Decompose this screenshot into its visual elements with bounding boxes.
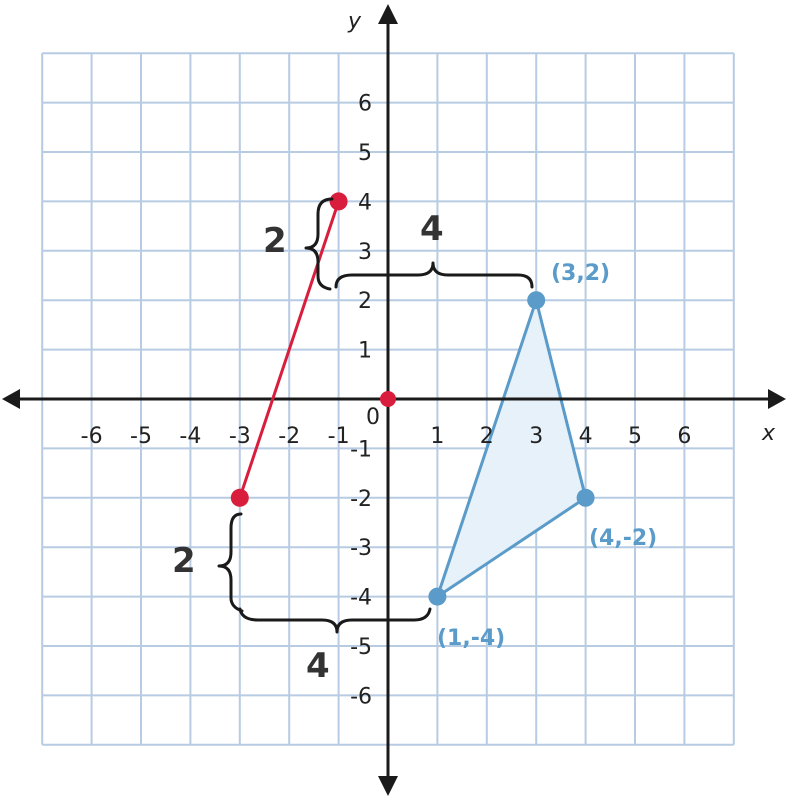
triangle-vertex-1-neg4 (428, 587, 447, 606)
lower-vertical-brace-label: 2 (172, 541, 196, 581)
y-tick-label: -4 (350, 586, 372, 611)
x-tick-label: -3 (229, 424, 251, 449)
vertex-label-3-2: (3,2) (551, 261, 610, 286)
x-tick-label: -2 (278, 424, 300, 449)
x-tick-label: 6 (677, 424, 691, 449)
y-tick-label: -3 (350, 536, 372, 561)
y-tick-label: 2 (358, 289, 372, 314)
y-tick-label: 6 (358, 92, 372, 117)
upper-horizontal-brace (334, 261, 534, 289)
x-axis-arrow-right (768, 389, 786, 409)
triangle-vertex-4-neg2 (576, 488, 595, 507)
y-tick-label: 3 (358, 240, 372, 265)
x-tick-label: -1 (328, 424, 350, 449)
y-tick-label: -6 (350, 684, 372, 709)
x-tick-label: -6 (81, 424, 103, 449)
braces (217, 197, 534, 634)
y-axis-arrow-down (378, 776, 398, 796)
red-segment (238, 200, 341, 499)
origin-point (380, 391, 396, 407)
y-tick-label: 5 (358, 141, 372, 166)
y-tick-label: 1 (358, 339, 372, 364)
y-tick-label: -1 (350, 437, 372, 462)
x-tick-label: 4 (579, 424, 593, 449)
y-tick-label: -2 (350, 487, 372, 512)
x-axis-label: x (761, 421, 776, 446)
upper-horizontal-brace-label: 4 (420, 209, 444, 249)
origin-label: 0 (366, 405, 380, 430)
x-tick-label: 5 (628, 424, 642, 449)
y-tick-label: -5 (350, 635, 372, 660)
x-tick-label: 2 (480, 424, 494, 449)
y-tick-labels: 6 5 4 3 2 1 -1 -2 -3 -4 -5 -6 (350, 92, 372, 710)
lower-horizontal-brace (238, 607, 432, 634)
lower-vertical-brace (217, 512, 244, 613)
x-axis-arrow-left (2, 389, 20, 409)
upper-vertical-brace-label: 2 (263, 221, 287, 261)
x-tick-label: 3 (529, 424, 543, 449)
triangle-vertex-3-2 (527, 291, 546, 310)
y-axis-label: y (347, 9, 362, 34)
x-tick-label: -5 (130, 424, 152, 449)
x-tick-labels: -6 -5 -4 -3 -2 -1 1 2 3 4 5 6 (81, 424, 692, 449)
upper-vertical-brace (304, 197, 334, 291)
segment-start-point (230, 488, 249, 507)
y-tick-label: 4 (358, 190, 372, 215)
segment-end-point (329, 192, 348, 211)
x-tick-label: 1 (430, 424, 444, 449)
vertex-label-1-neg4: (1,-4) (437, 626, 505, 651)
lower-horizontal-brace-label: 4 (306, 646, 330, 686)
vertex-label-4-neg2: (4,-2) (589, 526, 657, 551)
x-tick-label: -4 (179, 424, 201, 449)
y-axis-arrow-up (378, 4, 398, 24)
